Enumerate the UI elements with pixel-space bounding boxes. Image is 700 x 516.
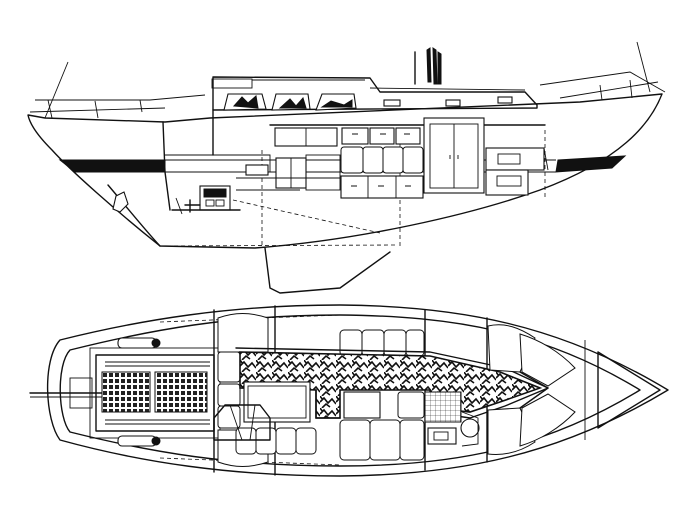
cockpit-grate-stbd xyxy=(154,371,208,413)
companionway xyxy=(213,404,271,441)
settee-cushions xyxy=(340,146,424,174)
cockpit-grate-port xyxy=(101,371,151,413)
hull-profile xyxy=(27,93,663,249)
porthole-3 xyxy=(497,96,513,104)
v-berth xyxy=(487,324,576,455)
bow-pulpit xyxy=(539,41,666,101)
porthole-2 xyxy=(445,99,461,107)
winch-stbd xyxy=(117,435,157,447)
galley-counter xyxy=(236,154,341,191)
wheel-icon xyxy=(112,191,129,213)
boot-stripe-aft xyxy=(58,159,166,173)
saloon-table xyxy=(243,381,311,423)
head-sole xyxy=(424,391,462,423)
lower-drawers xyxy=(340,175,424,199)
deckhouse xyxy=(212,76,538,111)
boot-stripe-fwd xyxy=(555,155,627,173)
forward-cabinets xyxy=(485,147,549,196)
saloon-settee-stbd xyxy=(235,419,425,461)
saloon-settee-port xyxy=(339,329,425,357)
toilet xyxy=(460,418,480,438)
deck-plan-view xyxy=(29,304,669,477)
upper-lockers xyxy=(274,127,421,147)
hull-plan xyxy=(46,304,669,477)
porthole-1 xyxy=(383,99,401,107)
forepeak xyxy=(597,351,661,429)
head-sink xyxy=(427,427,457,445)
stern-pulpit xyxy=(29,61,206,119)
keel xyxy=(264,247,391,294)
chart-table xyxy=(343,391,381,419)
winch-port xyxy=(117,337,157,349)
profile-view xyxy=(27,41,666,294)
engine-icon xyxy=(171,185,241,215)
mast-stub xyxy=(414,47,442,85)
